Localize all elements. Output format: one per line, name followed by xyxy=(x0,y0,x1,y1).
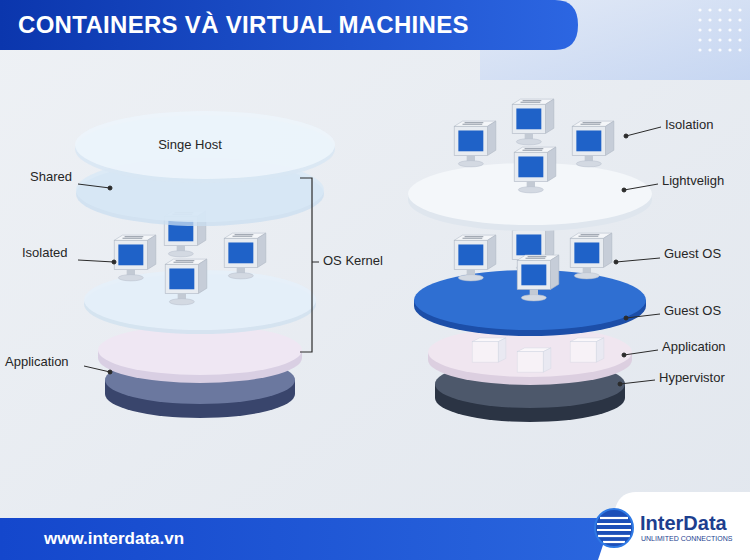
layer-label: Isolation xyxy=(665,118,713,133)
layer-label-text: Application xyxy=(5,354,69,369)
layer-label: Isolated xyxy=(22,246,68,261)
layer-label-text: Guest OS xyxy=(664,246,721,261)
layer-label: Guest OS xyxy=(664,304,721,319)
layer-label: Application xyxy=(5,355,69,370)
bracket-label-text: OS Kernel xyxy=(323,253,383,268)
layer-label-text: Isolated xyxy=(22,245,68,260)
logo-name-text: InterData xyxy=(640,512,727,534)
layer-label: Shared xyxy=(30,170,72,185)
layer-label: Guest OS xyxy=(664,247,721,262)
title: CONTAINERS VÀ VIRTUAL MACHINES xyxy=(18,11,469,39)
layer-label-text: Application xyxy=(662,339,726,354)
layer-label-text: Isolation xyxy=(665,117,713,132)
title-text: CONTAINERS VÀ VIRTUAL MACHINES xyxy=(18,11,469,38)
layer-label: Lightveligh xyxy=(662,174,724,189)
layer-label: Hypervistor xyxy=(659,371,725,386)
website-url: www.interdata.vn xyxy=(44,529,184,549)
logo-tagline-text: UNLIMITED CONNECTIONS xyxy=(641,535,732,542)
layer-label-text: Lightveligh xyxy=(662,173,724,188)
layer-label-text: Hypervistor xyxy=(659,370,725,385)
layer-label-text: Singe Host xyxy=(158,137,222,152)
layer-label-text: Guest OS xyxy=(664,303,721,318)
layer-label: Application xyxy=(662,340,726,355)
layer-label: Singe Host xyxy=(158,138,222,153)
website-url-text: www.interdata.vn xyxy=(44,529,184,548)
bracket-label: OS Kernel xyxy=(323,254,383,269)
logo-name: InterData xyxy=(640,512,727,535)
logo-tagline: UNLIMITED CONNECTIONS xyxy=(641,535,732,543)
layer-label-text: Shared xyxy=(30,169,72,184)
